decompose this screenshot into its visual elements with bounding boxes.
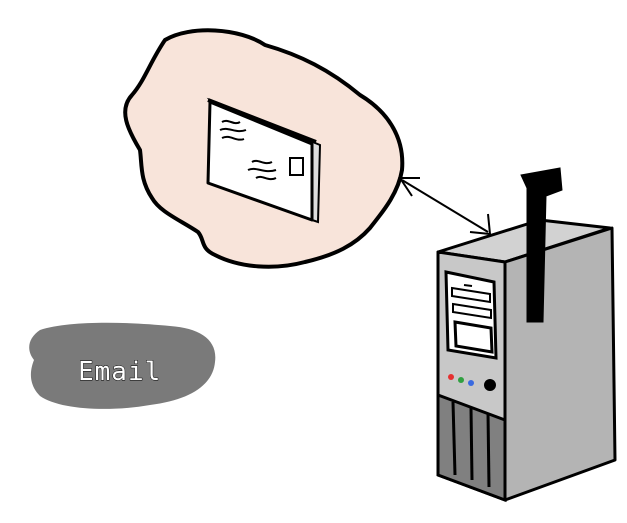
email-label-group: Email [29, 322, 216, 409]
drive-bay-3 [453, 320, 494, 354]
drive-bay-dash [463, 284, 473, 287]
base-slot-2 [469, 407, 474, 481]
server-side [503, 226, 617, 502]
envelope-top-edge [207, 98, 317, 144]
double-arrow-icon [398, 177, 492, 236]
drive-bay-1 [451, 286, 491, 304]
arrowhead-server [469, 213, 492, 236]
arrowhead-cloud [398, 177, 420, 197]
drive-bay-2 [452, 302, 492, 320]
label-blob [29, 322, 216, 409]
led-blue [468, 380, 474, 386]
led-green [458, 377, 464, 383]
address-scribble [247, 159, 277, 181]
server-tower-icon [436, 167, 617, 503]
antenna [520, 167, 563, 323]
email-label: Email [78, 357, 161, 387]
base-slot-1 [451, 401, 457, 476]
connection-line [401, 179, 489, 233]
cloud-icon [123, 28, 405, 269]
stamp-icon [289, 157, 304, 176]
envelope-icon [206, 97, 322, 224]
led-red [448, 374, 454, 380]
base-slot-3 [486, 412, 491, 488]
power-button [484, 379, 496, 391]
return-address-scribble [219, 119, 247, 141]
